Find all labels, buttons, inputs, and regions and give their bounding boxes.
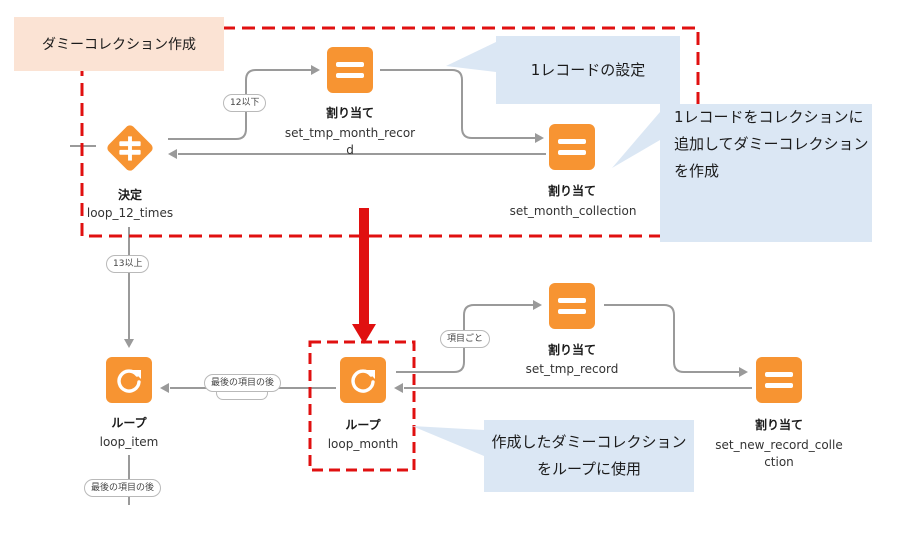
assign-tmp-month-api-name: set_tmp_month_recor d (270, 125, 430, 159)
highlight-loop-month-region (308, 340, 416, 472)
assign-tmp-month-title: 割り当て (325, 106, 374, 120)
api-line: d (346, 143, 354, 157)
edge-label-ge13: 13以上 (106, 255, 150, 273)
edge-label-per-item: 項目ごと (440, 330, 491, 348)
callout-pointer (412, 426, 484, 456)
loop-item-api-name: loop_item (99, 435, 159, 449)
arrowhead (160, 383, 169, 393)
assign-month-collection-api-name: set_month_collection (509, 204, 637, 218)
assign-tmp-month-node[interactable] (327, 47, 373, 93)
callout-add-to-collection: 1レコードをコレクションに 追加してダミーコレクション を作成 (660, 104, 872, 242)
red-arrow-shaft (359, 208, 369, 326)
callout-pointer (612, 112, 660, 168)
edge-label-after-last-2: 最後の項目の後 (84, 479, 162, 497)
arrowhead (739, 367, 748, 377)
assign-new-record-collection-api-name: set_new_record_colle ction (703, 437, 855, 471)
loop-month-node[interactable] (340, 357, 386, 403)
assign-month-collection-title: 割り当て (547, 184, 596, 198)
edge-label-after-last-1: 最後の項目の後 (204, 374, 282, 392)
assign-month-collection-node[interactable] (549, 124, 595, 170)
dummy-collection-header: ダミーコレクション作成 (14, 17, 224, 71)
loop-item-title: ループ (111, 416, 147, 430)
decision-api-name: loop_12_times (86, 206, 174, 220)
assignment-icon (558, 139, 586, 155)
loop-month-title: ループ (345, 418, 381, 432)
assignment-icon (558, 298, 586, 314)
callout-line: 追加してダミーコレクション (674, 135, 869, 153)
edge-tmp-month-to-collection (380, 69, 536, 139)
decision-title: 決定 (117, 188, 142, 202)
api-line: set_tmp_month_recor (284, 126, 416, 140)
arrowhead (124, 339, 134, 348)
api-line: ction (764, 455, 794, 469)
arrowhead (168, 149, 177, 159)
callout-record-setup: 1レコードの設定 (496, 36, 680, 104)
red-arrow-head (352, 324, 376, 344)
arrowhead (394, 383, 403, 393)
assignment-icon (336, 62, 364, 78)
loop-icon (117, 369, 141, 393)
loop-icon (351, 369, 375, 393)
loop-month-api-name: loop_month (327, 437, 399, 451)
callout-use-in-loop: 作成したダミーコレクション をループに使用 (484, 420, 694, 492)
callout-line: 1レコードをコレクションに (674, 108, 864, 126)
loop-item-node[interactable] (106, 357, 152, 403)
assign-new-record-collection-node[interactable] (756, 357, 802, 403)
callout-line: をループに使用 (536, 460, 642, 478)
assign-new-record-collection-title: 割り当て (754, 418, 803, 432)
arrowhead (535, 133, 544, 143)
decision-icon (107, 125, 153, 171)
assign-tmp-record-node[interactable] (549, 283, 595, 329)
callout-line: を作成 (674, 162, 720, 180)
arrowhead (533, 300, 542, 310)
callout-pointer (446, 42, 496, 72)
assignment-icon (765, 372, 793, 388)
edge-tmp-record-to-new (604, 304, 740, 373)
callout-line: 作成したダミーコレクション (491, 433, 687, 451)
edge-label-le12: 12以下 (223, 94, 267, 112)
arrowhead (311, 65, 320, 75)
api-line: set_new_record_colle (715, 438, 843, 452)
assign-tmp-record-title: 割り当て (547, 343, 596, 357)
assign-tmp-record-api-name: set_tmp_record (525, 362, 619, 376)
decision-node[interactable] (100, 118, 160, 178)
